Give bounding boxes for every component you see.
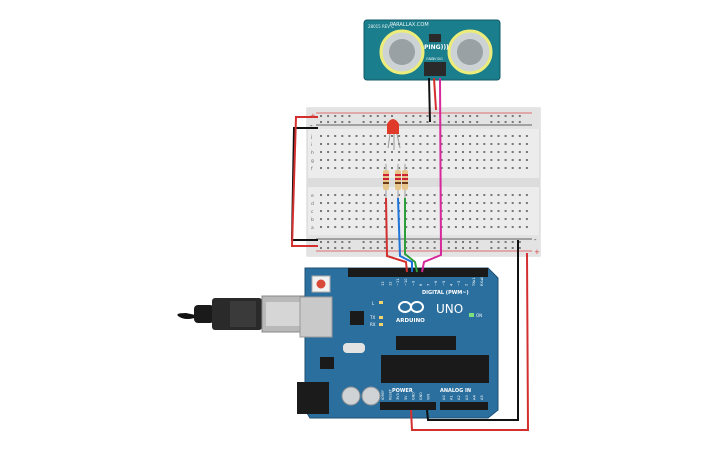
on-label: ON (476, 313, 482, 318)
rail-plus-label-bottom: + (534, 248, 540, 256)
row-letter: d (311, 201, 314, 207)
row-letter: b (311, 217, 314, 223)
wire-sensor-gnd (428, 77, 431, 123)
wire-sensor-sig (421, 77, 443, 273)
rail-minus-label: - (310, 122, 313, 130)
power-pin-label: 3V3 (396, 393, 400, 400)
power-jack (297, 382, 329, 414)
sensor-pin-header (424, 62, 446, 76)
analog-pin-label: A5 (480, 395, 484, 400)
wires (290, 77, 530, 431)
analog-pin-label: A4 (472, 395, 476, 400)
digital-pin-label: RX◂0 (480, 276, 484, 286)
row-letter: j (310, 134, 312, 140)
wire-gnd-arduino (426, 240, 519, 421)
usb-port (299, 296, 333, 338)
analog-pin-label: A1 (450, 395, 454, 400)
capacitor (361, 386, 381, 406)
breadboard-holes (320, 115, 528, 249)
sensor-model-text: PING))) (424, 44, 449, 51)
sensor-pin-5v: 5V (432, 57, 437, 61)
row-letter: f (311, 166, 313, 172)
analog-pin-label: A2 (457, 395, 461, 400)
digital-pin-label: 12 (389, 281, 393, 286)
analog-label: ANALOG IN (440, 388, 471, 394)
digital-pin-label: ~5 (442, 281, 446, 286)
usb-chip (350, 311, 364, 325)
arduino-board[interactable] (297, 267, 499, 419)
wire-sensor-5v (433, 77, 437, 111)
digital-label: DIGITAL (PWM~) (422, 290, 469, 296)
wire-green-led (404, 198, 418, 273)
analog-header (440, 402, 488, 410)
wire-blue-led (397, 197, 413, 272)
digital-pin-label: ~10 (404, 278, 408, 286)
digital-header (348, 268, 488, 277)
analog-pin-label: A3 (465, 395, 469, 400)
digital-pin-label: 7 (427, 284, 431, 286)
arduino-logo-icon (398, 301, 424, 313)
sensor-brand-text: PARALLAX.COM (390, 22, 429, 28)
digital-pin-label: ~11 (396, 278, 400, 286)
digital-pin-label: ~3 (457, 281, 461, 286)
ultrasonic-sensor[interactable] (363, 19, 501, 81)
row-letter: e (311, 194, 314, 199)
rail-minus-label-bottom: - (534, 236, 537, 244)
row-letter: g (311, 159, 314, 164)
row-letter: c (311, 210, 314, 215)
row-letter: a (311, 226, 314, 231)
arduino-brand-text: ARDUINO (396, 318, 425, 324)
atmega-chip (381, 355, 489, 383)
breadboard[interactable] (306, 107, 541, 257)
power-pin-label: RESET (389, 388, 393, 400)
arduino-model-text: UNO (436, 302, 463, 316)
digital-pin-label: 2 (465, 284, 469, 286)
wire-red-led (385, 197, 408, 273)
led-label-tx: TX (369, 315, 375, 320)
rail-plus-label: + (310, 112, 316, 120)
resistor-2[interactable] (395, 164, 401, 198)
analog-pin-label: A0 (442, 395, 446, 400)
digital-pin-label: 8 (419, 283, 423, 286)
row-letter: h (311, 150, 314, 156)
power-pin-label: VIN (427, 394, 431, 400)
power-pin-label: IOREF (381, 390, 385, 400)
row-letter: i (311, 142, 312, 148)
led-label-l: L (372, 301, 375, 306)
power-header (380, 402, 436, 410)
on-led (469, 313, 474, 317)
sensor-pin-gnd: GND (426, 57, 434, 61)
digital-pin-label: ~9 (411, 280, 415, 286)
usb-cable[interactable] (177, 295, 313, 333)
digital-pin-label: ~6 (434, 280, 438, 286)
digital-pin-label: 4 (449, 283, 453, 286)
sensor-pin-sig: SIG (437, 57, 443, 61)
digital-pin-label: TX▸1 (472, 277, 476, 287)
capacitor (341, 386, 361, 406)
power-label: POWER (392, 388, 413, 394)
rgb-led[interactable] (387, 119, 401, 150)
digital-pin-label: 13 (381, 281, 385, 286)
wire-5v-rail-left (290, 116, 318, 247)
led-label-rx: RX (370, 322, 376, 327)
sensor-code-text: 28015 REV C (368, 24, 394, 29)
power-pin-label: 5V (404, 395, 408, 400)
power-pin-label: GND (419, 392, 423, 400)
power-pin-label: GND (411, 392, 415, 400)
wire-5v-arduino (410, 252, 530, 431)
resistor-1[interactable] (383, 164, 389, 198)
resistor-3[interactable] (402, 164, 408, 198)
chip-socket-top (396, 336, 456, 350)
